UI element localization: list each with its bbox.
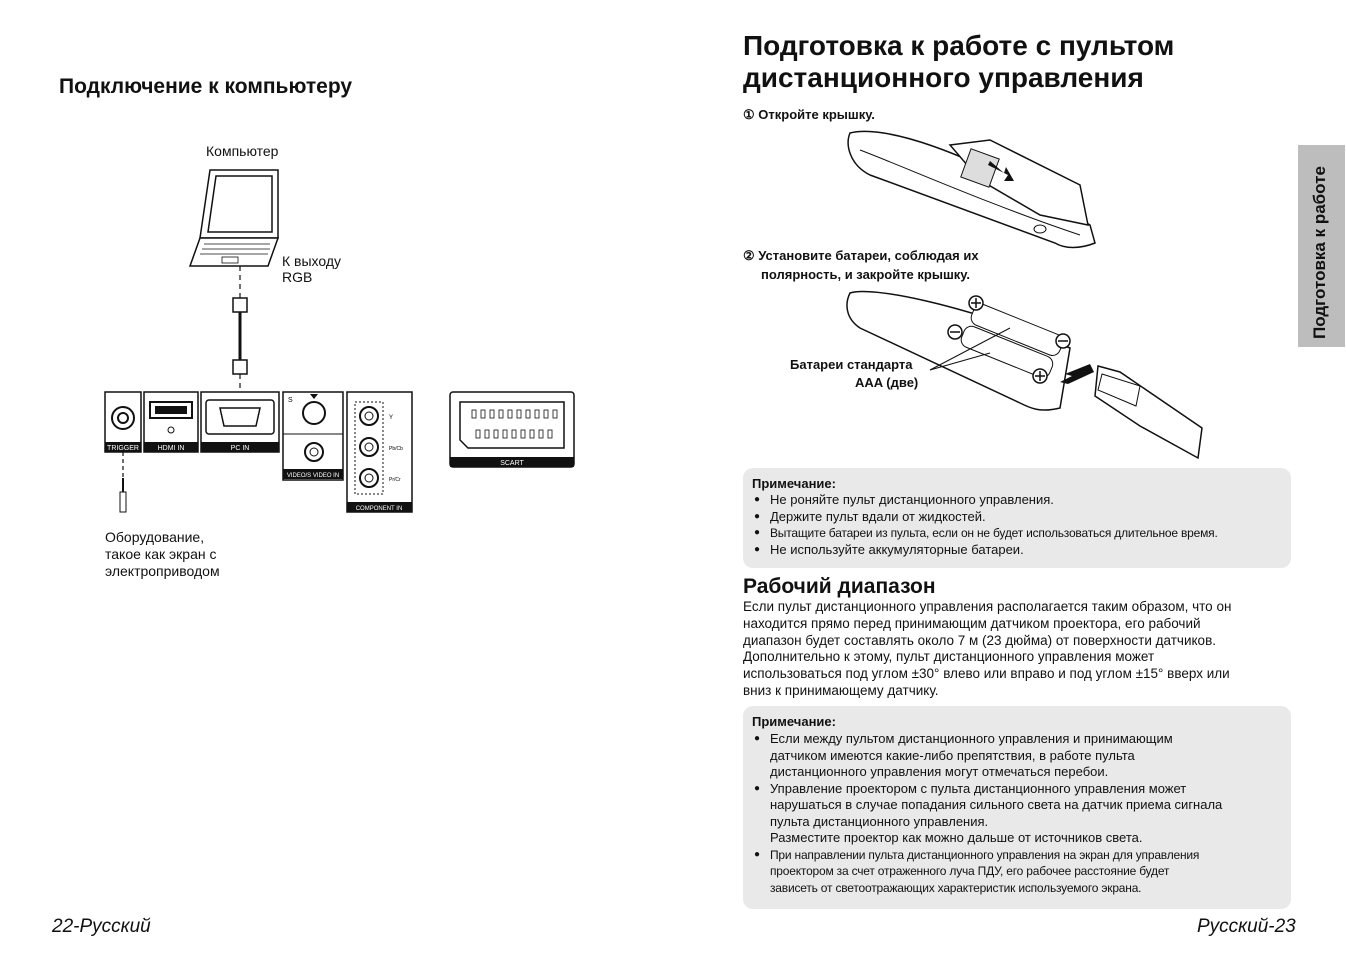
s-video-label: S (288, 397, 293, 404)
note-title: Примечание: (752, 714, 836, 729)
range-line: использоваться под углом ±30° влево или … (743, 666, 1230, 682)
side-tab-label: Подготовка к работе (1310, 166, 1329, 339)
note-box-2: Примечание: Если между пультом дистанцио… (743, 706, 1291, 909)
plug-icon (119, 478, 127, 513)
page-footer-right: Русский-23 (1197, 916, 1296, 937)
note-item: Не используйте аккумуляторные батареи. (752, 542, 1287, 559)
hdmi-port: HDMI IN (143, 391, 199, 453)
component-label: COMPONENT IN (356, 506, 403, 512)
trigger-port: TRIGGER (104, 391, 142, 453)
note-item: Не роняйте пульт дистанционного управлен… (752, 492, 1287, 509)
step2-text-line1: ② Установите батареи, соблюдая их (743, 248, 979, 263)
note-item: При направлении пульта дистанционного уп… (752, 847, 1287, 897)
step2-text-line2: полярность, и закройте крышку. (761, 267, 970, 282)
equipment-label-line2: такое как экран с (105, 546, 217, 562)
step1-text: ① Откройте крышку. (743, 107, 875, 122)
battery-label-line1: Батареи стандарта (790, 357, 913, 372)
scart-port: SCART (449, 391, 575, 468)
range-line: вниз к принимающему датчику. (743, 682, 939, 698)
side-section-tab: Подготовка к работе (1298, 145, 1345, 347)
insert-arrow-icon (1060, 364, 1094, 384)
computer-label: Компьютер (206, 143, 279, 159)
video-label: VIDEO/S VIDEO IN (287, 473, 339, 479)
hdmi-label: HDMI IN (158, 445, 185, 452)
note-box-1: Примечание: Не роняйте пульт дистанционн… (743, 468, 1291, 568)
page-title-line2: дистанционного управления (743, 62, 1144, 93)
remote-open-illustration (847, 130, 1096, 249)
range-line: Дополнительно к этому, пульт дистанционн… (743, 649, 1155, 665)
equipment-label-line1: Оборудование, (105, 529, 205, 545)
section-heading: Подключение к компьютеру (59, 75, 353, 98)
vga-plug-bottom (232, 359, 248, 375)
video-port: S VIDEO/S VIDEO IN (282, 391, 344, 481)
range-heading: Рабочий диапазон (743, 575, 936, 598)
range-line: находится прямо перед принимающим датчик… (743, 615, 1201, 631)
note-item: Держите пульт вдали от жидкостей. (752, 509, 1287, 526)
pb-label: Pb/Cb (389, 446, 403, 452)
laptop-icon (188, 169, 280, 267)
vga-plug-top (232, 297, 248, 313)
equipment-label-line3: электроприводом (105, 563, 220, 579)
note-item: Вытащите батареи из пульта, если он не б… (752, 525, 1287, 542)
range-paragraph: Если пульт дистанционного управления рас… (743, 599, 1291, 700)
battery-label-line2: AAA (две) (855, 375, 919, 390)
page-footer-left: 22-Русский (52, 916, 151, 937)
connection-diagram: TRIGGER HDMI IN PC IN S VIDEO/S VIDEO IN (104, 169, 575, 513)
rgb-label-line2: RGB (282, 269, 313, 285)
pc-in-label: PC IN (231, 445, 250, 452)
note-title: Примечание: (752, 476, 836, 491)
pc-in-port: PC IN (200, 391, 280, 453)
range-line: Если пульт дистанционного управления рас… (743, 599, 1232, 614)
trigger-label: TRIGGER (107, 445, 139, 452)
note-item: Если между пультом дистанционного управл… (752, 731, 1287, 781)
page-title-line1: Подготовка к работе с пультом (743, 30, 1175, 61)
rgb-label-line1: К выходу (282, 253, 342, 269)
battery-illustration (846, 290, 1203, 460)
y-label: Y (389, 415, 393, 421)
scart-label: SCART (500, 460, 524, 467)
range-line: диапазон будет составлять около 7 м (23 … (743, 632, 1216, 648)
pr-label: Pr/Cr (389, 477, 401, 483)
note-item: Управление проектором с пульта дистанцио… (752, 781, 1287, 847)
component-port: Y Pb/Cb Pr/Cr COMPONENT IN (346, 391, 413, 513)
